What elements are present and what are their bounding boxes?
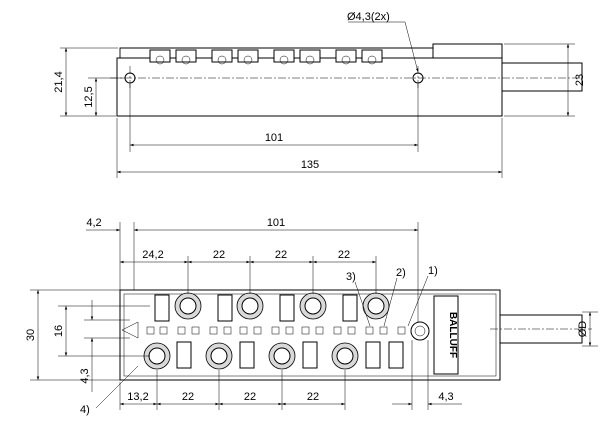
bottom-pitch-3-label: 22 — [307, 391, 319, 403]
callout-3: 3) — [346, 271, 356, 283]
front-led-row — [146, 326, 406, 335]
bottom-pitch-1-label: 22 — [182, 391, 194, 403]
brand-label: BALLUFF — [447, 312, 458, 358]
bottom-pitch-2-label: 22 — [244, 391, 256, 403]
front-top-span-label: 101 — [267, 217, 285, 229]
front-height-inner-label: 16 — [53, 325, 65, 337]
callout-2: 2) — [396, 267, 406, 279]
front-mount-hole — [410, 321, 430, 341]
side-length-overall-label: 135 — [301, 159, 319, 171]
side-body — [116, 57, 503, 117]
side-connector-block — [432, 43, 503, 59]
callout-1-leader — [407, 275, 429, 327]
side-height-hole-label: 12,5 — [83, 86, 95, 107]
front-top-connectors — [154, 292, 390, 322]
bottom-first-label: 13,2 — [127, 391, 148, 403]
side-cable — [501, 62, 583, 92]
bottom-right-label: 4,3 — [438, 391, 453, 403]
hole-label: Ø4,3(2x) — [347, 11, 390, 23]
side-height-overall-label: 21,4 — [53, 71, 65, 92]
front-bottom-connectors — [143, 341, 404, 370]
front-height-overall-label: 30 — [25, 329, 37, 341]
callout-3-leader — [354, 281, 371, 327]
pitch-2-label: 22 — [275, 249, 287, 261]
hole-leader — [348, 21, 419, 73]
pitch-first-label: 24,2 — [142, 249, 163, 261]
front-top-left-label: 4,2 — [86, 217, 101, 229]
side-connector-nuts — [149, 49, 383, 65]
side-view: Ø4,3(2x) 21,4 12,5 101 135 23 — [53, 11, 586, 178]
side-cable-height-label: 23 — [574, 74, 586, 86]
brand-label-box — [433, 295, 459, 375]
pitch-1-label: 22 — [213, 249, 225, 261]
side-hole-spacing-label: 101 — [265, 132, 283, 144]
callout-4-leader — [95, 365, 139, 409]
front-cable — [499, 314, 583, 344]
callout-4: 4) — [80, 404, 90, 416]
front-height-small-label: 4,3 — [79, 368, 91, 383]
pitch-3-label: 22 — [338, 249, 350, 261]
front-view: BALLUFF 4,2 101 24,2 22 22 22 1) 2) 3) 3… — [25, 217, 598, 416]
cable-diameter-label: ØD — [577, 321, 589, 338]
front-mount-mark — [121, 321, 139, 339]
callout-2-leader — [383, 277, 398, 327]
callout-1: 1) — [428, 265, 438, 277]
